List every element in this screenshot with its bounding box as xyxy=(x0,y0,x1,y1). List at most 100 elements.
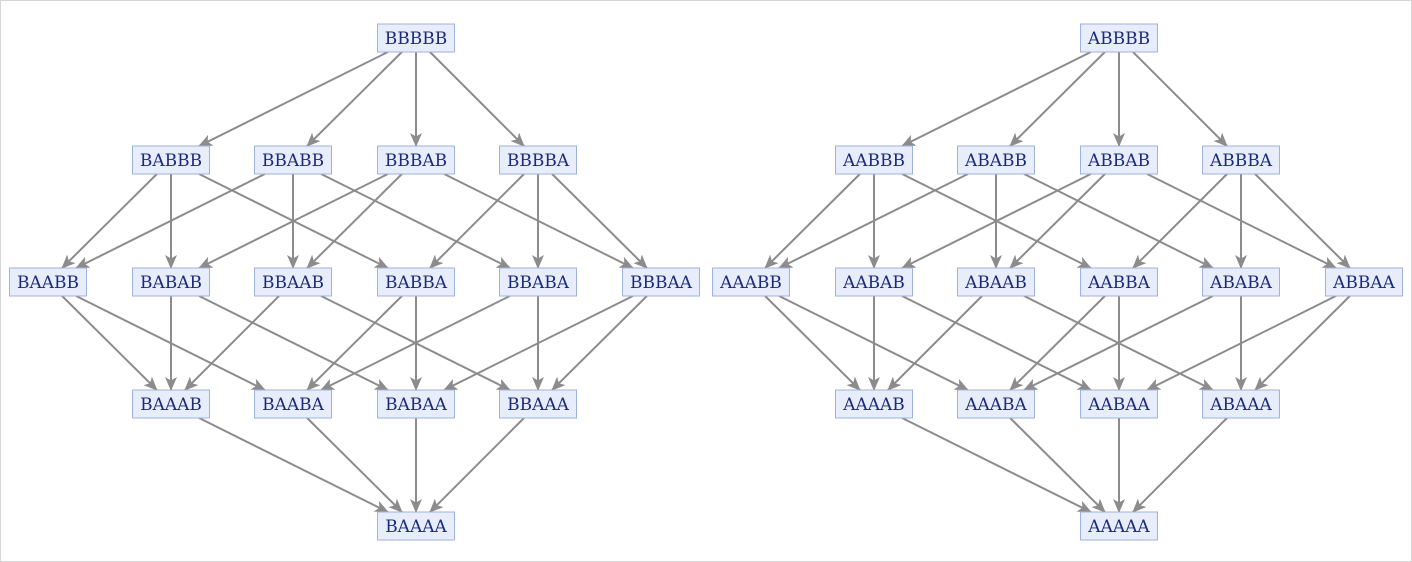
edge-BBABA-to-BAABA xyxy=(320,295,511,391)
node-box xyxy=(835,389,913,419)
node-label: BAABB xyxy=(17,273,79,293)
node-AAAAB: AAAAB xyxy=(835,389,913,419)
node-label: AABAB xyxy=(842,273,905,293)
node-label: ABBAA xyxy=(1332,273,1396,293)
edge-BBBAA-to-BABAA xyxy=(443,295,634,391)
node-label: BBAAA xyxy=(507,395,570,415)
edge-BBBBA-to-BBBAA xyxy=(551,173,648,269)
node-BBBBB: BBBBB xyxy=(377,23,455,53)
node-box xyxy=(1080,267,1158,297)
node-label: ABBBA xyxy=(1209,151,1273,171)
node-AABBA: AABBA xyxy=(1080,267,1158,297)
node-BBBAA: BBBAA xyxy=(622,267,700,297)
node-label: BBABB xyxy=(262,151,324,171)
node-box xyxy=(1202,267,1280,297)
node-box xyxy=(499,389,577,419)
node-BBBAB: BBBAB xyxy=(377,145,455,175)
node-label: ABAAA xyxy=(1209,395,1272,415)
node-ABAAB: ABAAB xyxy=(957,267,1035,297)
node-box xyxy=(377,267,455,297)
edge-AABBA-to-AAABA xyxy=(1009,295,1106,391)
node-AABAB: AABAB xyxy=(835,267,913,297)
node-BBABA: BBABA xyxy=(499,267,577,297)
edge-ABBAA-to-AABAA xyxy=(1146,295,1337,391)
edge-BBBAB-to-BBAAB xyxy=(306,173,403,269)
edge-BABBB-to-BAABB xyxy=(61,173,158,269)
node-box xyxy=(377,23,455,53)
node-AAAAA: AAAAA xyxy=(1080,511,1158,541)
node-label: AAABA xyxy=(964,395,1027,415)
node-label: AAAAA xyxy=(1087,517,1150,537)
edge-AABBB-to-AAABB xyxy=(764,173,861,269)
edge-AAABB-to-AAAAB xyxy=(764,295,861,391)
node-box xyxy=(1080,511,1158,541)
node-box xyxy=(835,145,913,175)
nodes-layer: BBBBB BABBB BBABB BBBAB BBBBA BAABB BABAB BBAAB… xyxy=(9,23,1403,541)
node-label: ABABA xyxy=(1209,273,1273,293)
edge-ABABB-to-AAABB xyxy=(778,173,969,269)
node-label: ABAAB xyxy=(964,273,1027,293)
node-label: ABBBB xyxy=(1087,29,1150,49)
edge-BBABB-to-BBABA xyxy=(320,173,511,269)
node-label: BBBBA xyxy=(507,151,570,171)
node-box xyxy=(712,267,790,297)
edge-ABBBA-to-AABBA xyxy=(1132,173,1228,269)
edge-BBAAB-to-BAAAB xyxy=(184,295,280,391)
edge-BBABB-to-BAABB xyxy=(75,173,266,269)
node-label: AABBB xyxy=(842,151,905,171)
node-box xyxy=(1325,267,1403,297)
node-box xyxy=(1202,145,1280,175)
node-box xyxy=(499,145,577,175)
node-box xyxy=(1202,389,1280,419)
node-AABAA: AABAA xyxy=(1080,389,1158,419)
node-label: BAAAA xyxy=(385,517,447,537)
node-label: BAABA xyxy=(262,395,325,415)
node-label: BBAAB xyxy=(262,273,324,293)
node-box xyxy=(377,511,455,541)
node-label: BABAA xyxy=(385,395,448,415)
node-label: BABBB xyxy=(140,151,202,171)
edge-BBBAB-to-BABAB xyxy=(198,173,389,269)
node-box xyxy=(957,145,1035,175)
node-label: BBBBB xyxy=(385,29,447,49)
node-AAABB: AAABB xyxy=(712,267,790,297)
edge-ABBAB-to-AABAB xyxy=(901,173,1092,269)
edge-BBAAA-to-BAAAA xyxy=(429,417,525,513)
node-box xyxy=(1080,23,1158,53)
edge-AABAB-to-AABAA xyxy=(901,295,1092,391)
edge-BABBA-to-BAABA xyxy=(306,295,403,391)
node-label: BBABA xyxy=(507,273,570,293)
node-label: AABBA xyxy=(1087,273,1151,293)
node-AAABA: AAABA xyxy=(957,389,1035,419)
node-BABBB: BABBB xyxy=(132,145,210,175)
node-box xyxy=(132,145,210,175)
edge-ABBBB-to-ABBBA xyxy=(1132,51,1228,147)
node-box xyxy=(132,267,210,297)
edge-ABAAB-to-AAAAB xyxy=(887,295,983,391)
node-box xyxy=(499,267,577,297)
node-box xyxy=(957,267,1035,297)
node-box xyxy=(377,145,455,175)
edge-BBBBB-to-BBABB xyxy=(306,51,403,147)
node-ABBBA: ABBBA xyxy=(1202,145,1280,175)
node-box xyxy=(1080,145,1158,175)
node-BAAAA: BAAAA xyxy=(377,511,455,541)
node-label: AAAAB xyxy=(842,395,905,415)
edge-BAABA-to-BAAAA xyxy=(306,417,403,513)
edge-BABAB-to-BABAA xyxy=(198,295,389,391)
node-box xyxy=(622,267,700,297)
edge-BBBBA-to-BABBA xyxy=(429,173,525,269)
node-box xyxy=(254,389,332,419)
node-box xyxy=(835,267,913,297)
edge-ABBAA-to-ABAAA xyxy=(1254,295,1351,391)
edge-AAABA-to-AAAAA xyxy=(1009,417,1106,513)
edge-BBBAA-to-BBAAA xyxy=(551,295,648,391)
node-BABBA: BABBA xyxy=(377,267,455,297)
node-label: ABBAB xyxy=(1087,151,1150,171)
node-BBBBA: BBBBA xyxy=(499,145,577,175)
node-BBAAB: BBAAB xyxy=(254,267,332,297)
node-label: BABAB xyxy=(140,273,202,293)
node-label: AAABB xyxy=(719,273,782,293)
